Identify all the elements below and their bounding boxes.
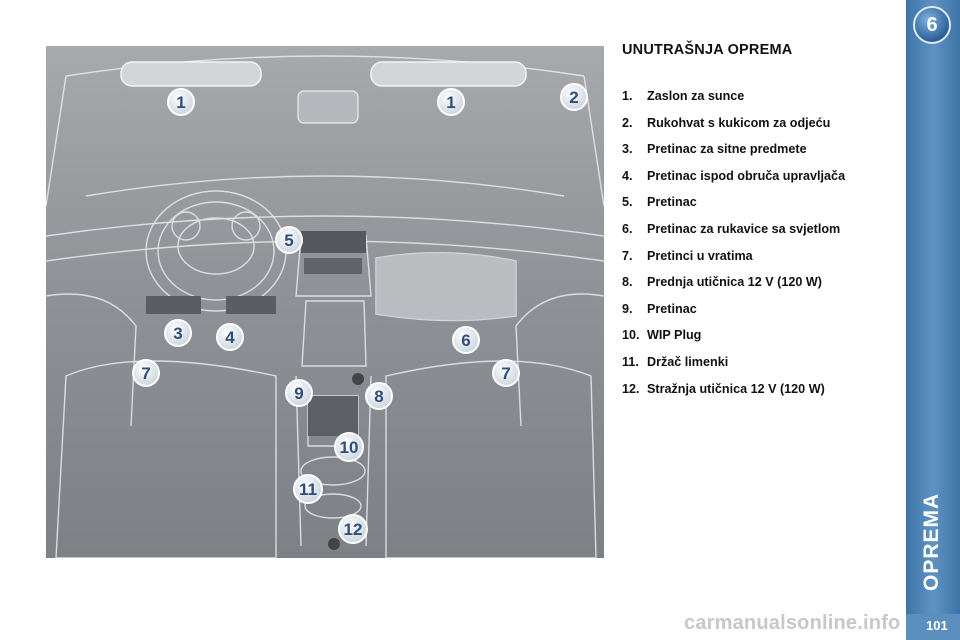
list-item: 2.Rukohvat s kukicom za odjeću bbox=[622, 115, 831, 130]
chapter-label: OPREMA bbox=[920, 492, 943, 592]
svg-text:11: 11 bbox=[299, 480, 317, 499]
callout-12: 12 bbox=[338, 514, 368, 544]
svg-text:3: 3 bbox=[173, 324, 182, 343]
svg-text:4: 4 bbox=[225, 328, 235, 347]
callout-4: 4 bbox=[216, 323, 244, 351]
list-item: 4.Pretinac ispod obruča upravljača bbox=[622, 168, 846, 183]
chapter-number-badge: 6 bbox=[913, 6, 951, 44]
watermark: carmanualsonline.info bbox=[684, 612, 901, 634]
svg-text:9: 9 bbox=[294, 384, 303, 403]
list-item: 11.Držač limenki bbox=[622, 354, 729, 369]
callout-7b: 7 bbox=[492, 359, 520, 387]
list-item: 5.Pretinac bbox=[622, 195, 697, 210]
list-item: 12.Stražnja utičnica 12 V (120 W) bbox=[622, 381, 825, 396]
callout-10: 10 bbox=[334, 432, 364, 462]
page-number-box bbox=[906, 614, 960, 640]
svg-text:10: 10 bbox=[340, 438, 359, 457]
svg-text:1: 1 bbox=[446, 93, 455, 112]
svg-text:7: 7 bbox=[501, 364, 510, 383]
equipment-list: 1.Zaslon za sunce 2.Rukohvat s kukicom z… bbox=[622, 89, 845, 408]
callout-7a: 7 bbox=[132, 359, 160, 387]
callout-11: 11 bbox=[293, 474, 323, 504]
list-item: 10.WIP Plug bbox=[622, 328, 702, 343]
callout-2: 2 bbox=[560, 83, 588, 111]
callout-6: 6 bbox=[452, 326, 480, 354]
page-number: 101 bbox=[926, 618, 948, 633]
interior-illustration: 1 1 2 5 3 4 6 7 bbox=[46, 46, 604, 558]
svg-text:1: 1 bbox=[176, 93, 185, 112]
list-item: 3.Pretinac za sitne predmete bbox=[622, 142, 807, 157]
list-item: 8.Prednja utičnica 12 V (120 W) bbox=[622, 275, 822, 290]
svg-text:12: 12 bbox=[344, 520, 363, 539]
callout-1a: 1 bbox=[167, 88, 195, 116]
chapter-sidebar: 6 OPREMA bbox=[906, 0, 960, 640]
svg-text:2: 2 bbox=[569, 88, 578, 107]
svg-text:7: 7 bbox=[141, 364, 150, 383]
interior-drawing: 1 1 2 5 3 4 6 7 bbox=[46, 46, 604, 558]
svg-text:8: 8 bbox=[374, 387, 383, 406]
list-item: 6.Pretinac za rukavice sa svjetlom bbox=[622, 221, 841, 236]
callout-1b: 1 bbox=[437, 88, 465, 116]
callout-5: 5 bbox=[275, 226, 303, 254]
list-item: 1.Zaslon za sunce bbox=[622, 89, 745, 103]
callout-8: 8 bbox=[365, 382, 393, 410]
list-item: 7.Pretinci u vratima bbox=[622, 248, 753, 263]
svg-text:6: 6 bbox=[461, 331, 470, 350]
callout-3: 3 bbox=[164, 319, 192, 347]
callout-9: 9 bbox=[285, 379, 313, 407]
list-item: 9.Pretinac bbox=[622, 301, 697, 316]
svg-text:5: 5 bbox=[284, 231, 293, 250]
section-title: UNUTRAŠNJA OPREMA bbox=[622, 42, 793, 58]
